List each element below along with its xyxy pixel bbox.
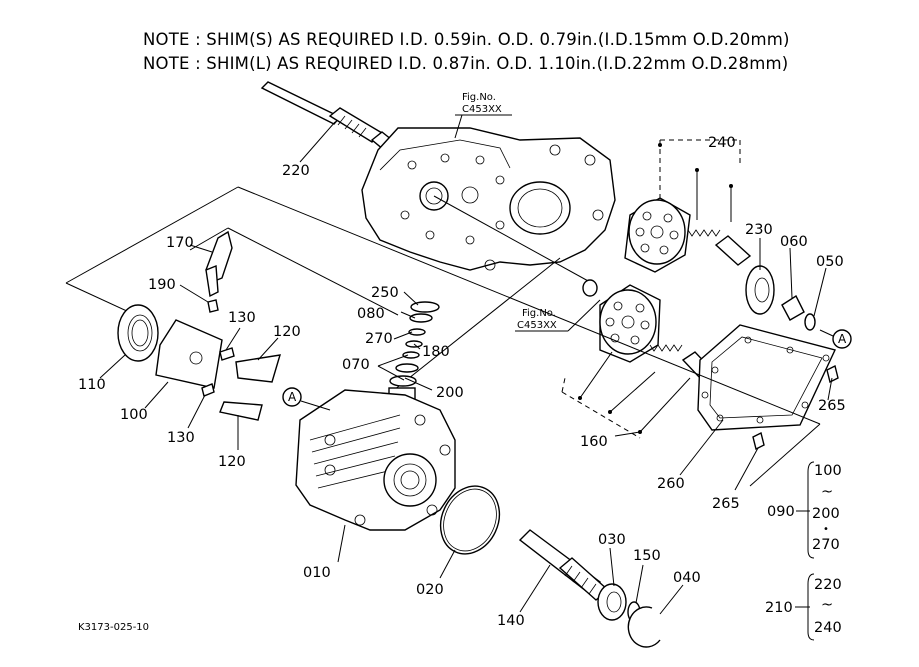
cylinder-block-lower xyxy=(599,284,661,363)
pin-265-upper xyxy=(826,364,839,384)
pump-housing-010 xyxy=(295,389,456,531)
screw-130-upper xyxy=(219,347,235,361)
shaft-220 xyxy=(260,81,393,151)
svg-text:•: • xyxy=(823,524,829,535)
callout-270: 270 xyxy=(365,331,393,347)
callout-060: 060 xyxy=(780,234,808,250)
spring-upper xyxy=(687,229,752,266)
plate-100 xyxy=(155,319,223,389)
svg-text:~: ~ xyxy=(821,597,833,613)
svg-text:A: A xyxy=(288,390,297,404)
callout-110: 110 xyxy=(78,377,106,393)
shim-l-note: NOTE : SHIM(L) AS REQUIRED I.D. 0.87in. … xyxy=(143,54,789,73)
pin-190 xyxy=(207,299,219,313)
pad-120-lower xyxy=(219,401,263,421)
callout-020: 020 xyxy=(416,582,444,598)
callout-240: 240 xyxy=(708,135,736,151)
callout-170: 170 xyxy=(166,235,194,251)
fig-ref-lower: Fig.No. C453XX xyxy=(515,299,601,332)
collar-060 xyxy=(781,294,805,321)
callout-130-lower: 130 xyxy=(167,430,195,446)
shim-050 xyxy=(804,313,816,331)
callout-140: 140 xyxy=(497,613,525,629)
callout-120-upper: 120 xyxy=(273,324,301,340)
snap-ring-040 xyxy=(627,606,661,648)
seal-110 xyxy=(117,304,159,362)
shim-washer xyxy=(582,279,598,297)
pin-265-lower xyxy=(752,431,765,451)
screw-130-lower xyxy=(201,383,215,397)
callout-265-lower: 265 xyxy=(712,496,740,512)
leader-lines xyxy=(99,121,833,615)
svg-text:Fig.No.: Fig.No. xyxy=(522,308,556,319)
transmission-case xyxy=(361,127,616,283)
pad-120-upper xyxy=(235,354,281,383)
callout-265-upper: 265 xyxy=(818,398,846,414)
group-090: 090 100 ~ 200 • 270 xyxy=(767,461,842,559)
bearing-230 xyxy=(745,265,775,315)
callout-220: 220 xyxy=(282,163,310,179)
callout-250: 250 xyxy=(371,285,399,301)
bracket-160 xyxy=(561,351,691,439)
svg-text:240: 240 xyxy=(814,620,842,636)
svg-text:100: 100 xyxy=(814,463,842,479)
callout-130-upper: 130 xyxy=(228,310,256,326)
cylinder-block-upper xyxy=(624,197,691,273)
svg-text:~: ~ xyxy=(821,484,833,500)
callout-050: 050 xyxy=(816,254,844,270)
callout-labels: 220 240 230 060 050 170 190 130 120 110 … xyxy=(78,135,846,629)
bracket-240 xyxy=(658,139,741,222)
callout-230: 230 xyxy=(745,222,773,238)
callout-200: 200 xyxy=(436,385,464,401)
drawing-code: K3173-025-10 xyxy=(78,622,149,633)
ref-marker-a-left: A xyxy=(282,387,331,411)
shaft-140 xyxy=(518,529,610,601)
callout-260: 260 xyxy=(657,476,685,492)
callout-010: 010 xyxy=(303,565,331,581)
callout-180: 180 xyxy=(422,344,450,360)
callout-100: 100 xyxy=(120,407,148,423)
svg-text:200: 200 xyxy=(812,506,840,522)
shim-s-note: NOTE : SHIM(S) AS REQUIRED I.D. 0.59in. … xyxy=(143,30,790,49)
group-090-label: 090 xyxy=(767,504,795,520)
callout-030: 030 xyxy=(598,532,626,548)
svg-text:Fig.No.: Fig.No. xyxy=(462,92,496,103)
svg-text:A: A xyxy=(838,332,847,346)
group-210-label: 210 xyxy=(765,600,793,616)
assembly-outline xyxy=(65,186,821,487)
callout-120-lower: 120 xyxy=(218,454,246,470)
svg-text:270: 270 xyxy=(812,537,840,553)
fig-ref-upper: Fig.No. C453XX xyxy=(454,92,512,139)
ref-marker-a-right: A xyxy=(819,329,852,349)
svg-text:C453XX: C453XX xyxy=(517,320,557,331)
callout-070: 070 xyxy=(342,357,370,373)
callout-150: 150 xyxy=(633,548,661,564)
o-ring-020 xyxy=(439,485,501,555)
svg-text:220: 220 xyxy=(814,577,842,593)
callout-160: 160 xyxy=(580,434,608,450)
svg-text:C453XX: C453XX xyxy=(462,104,502,115)
callout-190: 190 xyxy=(148,277,176,293)
group-210: 210 220 ~ 240 xyxy=(765,573,842,641)
bearing-030 xyxy=(597,583,627,621)
gasket-260 xyxy=(697,324,836,431)
callout-040: 040 xyxy=(673,570,701,586)
lever-170 xyxy=(205,230,233,298)
callout-080: 080 xyxy=(357,306,385,322)
